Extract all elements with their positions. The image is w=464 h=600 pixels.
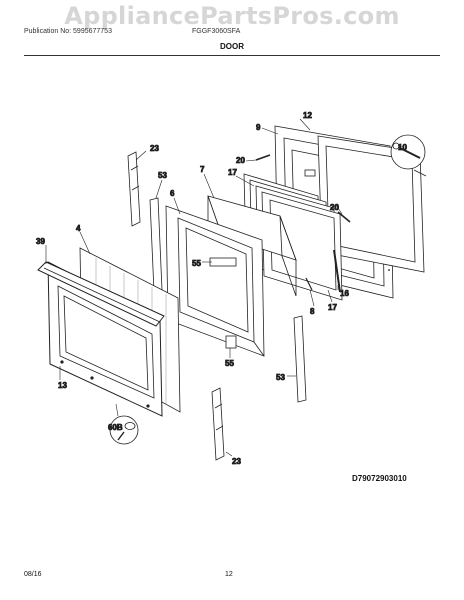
footer-date: 08/16 (24, 571, 42, 578)
part-glass-pack (243, 173, 343, 301)
callout-12: 12 (303, 111, 312, 120)
part-door-handle (37, 261, 165, 327)
callout-8: 8 (310, 307, 315, 316)
callout-6: 6 (170, 189, 175, 198)
diagram-code: D79072903010 (352, 474, 407, 483)
model-number: FGGF3060SFA (192, 28, 241, 35)
callout-13: 13 (58, 381, 67, 390)
part-inner-liner (165, 205, 265, 357)
screw-10-detail (390, 134, 426, 170)
callout-55-upper: 55 (192, 259, 201, 268)
screw-60b-detail (109, 415, 139, 445)
part-side-trim-right (293, 315, 307, 403)
screw-20-upper (255, 154, 271, 161)
hinge-23-lower (211, 387, 225, 461)
footer-page-number: 12 (225, 571, 233, 578)
callout-23-lower: 23 (232, 457, 241, 466)
section-title: DOOR (220, 42, 244, 51)
callout-23-upper: 23 (150, 144, 159, 153)
hinge-23-upper (127, 151, 141, 227)
callout-17-upper: 17 (228, 168, 237, 177)
callout-20-lower: 20 (330, 203, 339, 212)
callout-39: 39 (36, 237, 45, 246)
header-rule (24, 55, 440, 56)
leader-lines (45, 118, 405, 457)
callout-4: 4 (76, 224, 81, 233)
publication-number: Publication No: 5995677753 (24, 28, 112, 35)
callout-16: 16 (340, 289, 349, 298)
callout-20-upper: 20 (236, 156, 245, 165)
callout-9: 9 (256, 123, 261, 132)
callout-7: 7 (200, 165, 205, 174)
callout-17-lower: 17 (328, 303, 337, 312)
callout-10: 10 (398, 143, 407, 152)
callout-53-lower: 53 (276, 373, 285, 382)
watermark: AppliancePartsPros.com (64, 2, 400, 30)
callout-60b: 60B (108, 423, 123, 432)
callout-53-upper: 53 (158, 171, 167, 180)
callout-55-lower: 55 (225, 359, 234, 368)
part-side-trim-left (149, 197, 163, 293)
